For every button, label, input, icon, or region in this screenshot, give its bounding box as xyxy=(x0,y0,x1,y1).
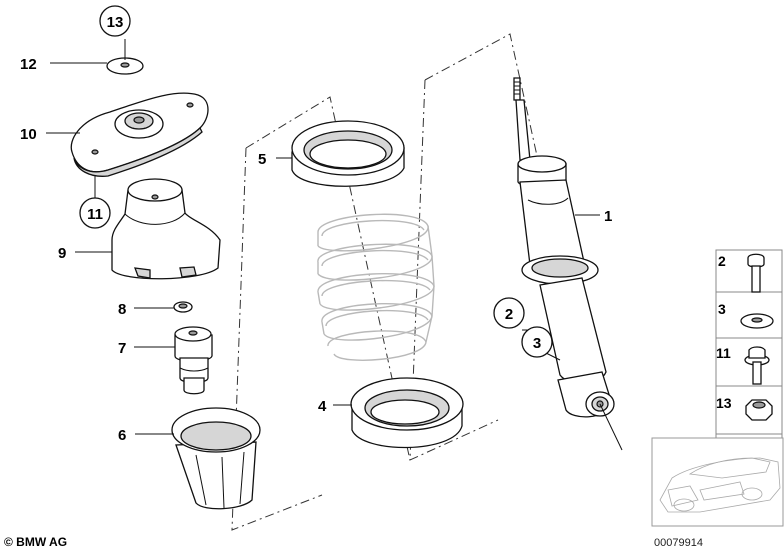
aux-spring-part-7 xyxy=(174,326,213,395)
callout-3-label: 3 xyxy=(533,335,541,352)
seal-ring-part-8 xyxy=(173,301,193,313)
callout-3: 3 xyxy=(521,326,553,358)
callout-10-label: 10 xyxy=(20,126,37,143)
bolt-icon xyxy=(747,253,765,293)
legend-label-13: 13 xyxy=(716,395,732,411)
spring-pad-lower-part-4 xyxy=(350,377,464,449)
washer-icon xyxy=(740,313,774,329)
callout-2-label: 2 xyxy=(505,306,513,323)
rubber-mount-part-9 xyxy=(111,178,221,280)
callout-9-label: 9 xyxy=(58,245,66,262)
callout-8-label: 8 xyxy=(118,301,126,318)
legend-label-11: 11 xyxy=(716,345,731,361)
callout-12-label: 12 xyxy=(20,56,37,73)
spring-pad-upper-part-5 xyxy=(291,120,405,187)
callout-13: 13 xyxy=(99,5,131,37)
callout-11: 11 xyxy=(79,197,111,229)
protective-tube-part-6 xyxy=(171,407,261,510)
callout-2: 2 xyxy=(493,297,525,329)
legend-label-3: 3 xyxy=(718,301,726,317)
shock-absorber-part-1 xyxy=(513,77,623,451)
copyright-text: © BMW AG xyxy=(4,535,67,549)
callout-1-label: 1 xyxy=(604,208,612,225)
vehicle-thumbnail xyxy=(651,437,784,527)
washer-part-12 xyxy=(106,57,144,75)
strut-mount-part-10 xyxy=(70,92,209,177)
callout-11-label: 11 xyxy=(87,206,103,223)
nut-icon xyxy=(745,399,773,421)
callout-5-label: 5 xyxy=(258,151,266,168)
callout-6-label: 6 xyxy=(118,427,126,444)
fastener-legend: 2 3 11 13 xyxy=(715,249,783,467)
flange-bolt-icon xyxy=(744,346,770,385)
spring-group-bracket xyxy=(231,96,411,531)
legend-label-2: 2 xyxy=(718,253,726,269)
coil-spring xyxy=(317,213,435,361)
diagram-number: 00079914 xyxy=(654,537,703,549)
callout-7-label: 7 xyxy=(118,340,126,357)
callout-4-label: 4 xyxy=(318,398,327,415)
callout-13-label: 13 xyxy=(107,14,124,31)
